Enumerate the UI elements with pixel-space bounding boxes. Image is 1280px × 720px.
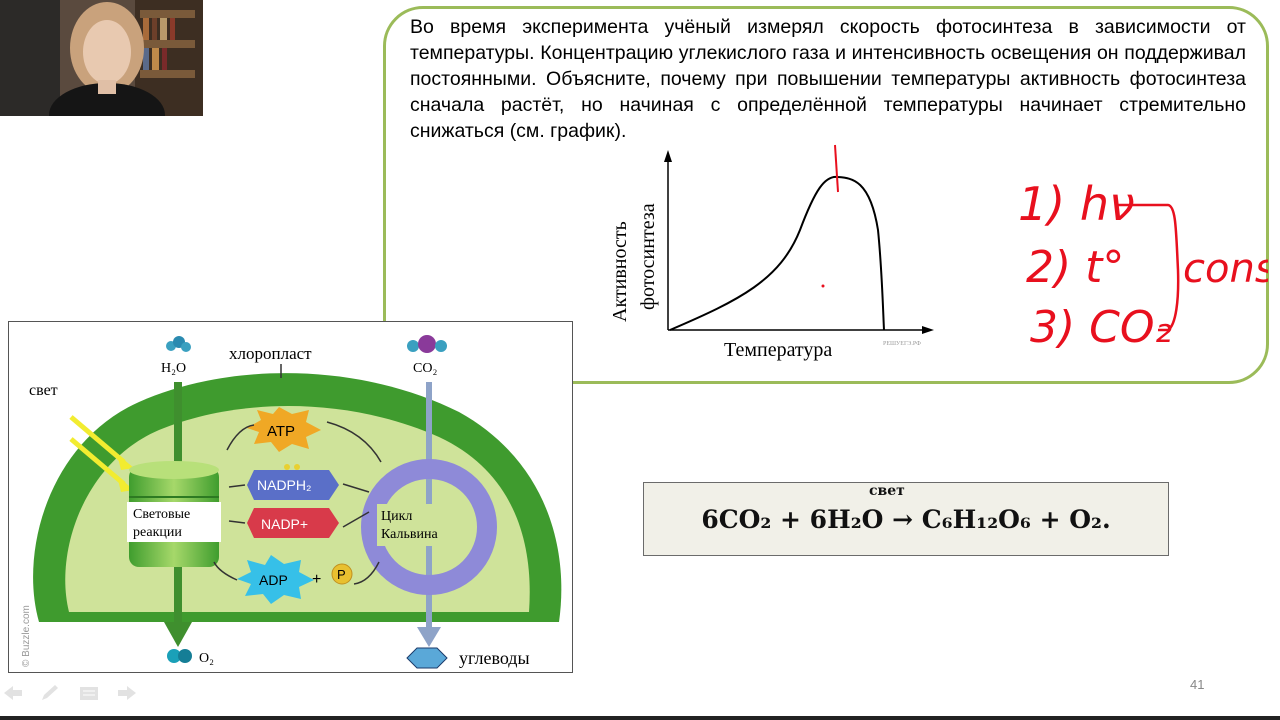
webcam-video [0, 0, 203, 116]
note-item-1: 1) hν [1018, 177, 1135, 231]
chloroplast-label: хлоропласт [229, 344, 312, 363]
oxygen-arrowhead [164, 622, 192, 647]
question-text: Во время эксперимента учёный измерял ско… [410, 16, 1246, 142]
nadp-label: NADP+ [261, 516, 308, 532]
ink-peak-mark [834, 144, 839, 193]
graph-x-arrow [922, 326, 934, 334]
oxygen-label: O₂ [199, 651, 214, 666]
note-item-2: 2) t° [1026, 242, 1124, 293]
light-label: свет [29, 382, 58, 399]
forward-icon[interactable] [116, 684, 138, 702]
graph-ylabel-2: фотосинтеза [637, 203, 659, 310]
formula-text: 6CO₂ + 6H₂O → C₆H₁₂O₆ + O₂. [701, 504, 1111, 534]
graph-xlabel: Температура [724, 339, 832, 361]
carbs-arrowhead [417, 627, 441, 647]
handwritten-notes: 1) hν 2) t° 3) CO₂ const [1018, 170, 1280, 360]
photosynthesis-formula: 6CO₂ + 6H₂O → C₆H₁₂O₆ + O₂. [643, 482, 1169, 556]
note-brace [1118, 203, 1180, 332]
chloroplast-figure: Световые реакции ATP NADPH₂ NADP+ ADP + … [21, 335, 562, 669]
diagram-credit: © Buzzle.com [21, 605, 32, 667]
nadp-shape [247, 508, 339, 538]
calvin-label-1: Цикл [381, 509, 412, 524]
calvin-cycle-ring [361, 459, 497, 595]
adp-plus: + [312, 571, 321, 588]
bottom-border [0, 716, 1280, 720]
graph-ylabel-1: Активность [609, 221, 631, 322]
note-item-3: 3) CO₂ [1030, 302, 1172, 353]
co2-label: CO₂ [413, 361, 437, 376]
adp-label: ADP [259, 572, 288, 588]
atp-star [247, 407, 321, 452]
atp-label: ATP [267, 423, 295, 440]
light-ray-2 [69, 437, 126, 486]
webcam-presenter-image [0, 0, 203, 116]
light-ray-1 [69, 415, 126, 464]
light-reactions-label-1: Световые [133, 507, 190, 522]
back-icon[interactable] [2, 684, 24, 702]
carbs-label: углеводы [459, 648, 530, 668]
formula-arrow-label: свет [869, 483, 905, 499]
graph-watermark: РЕШУЕГЭ.РФ [883, 341, 921, 347]
chloroplast-diagram: Световые реакции ATP NADPH₂ NADP+ ADP + … [8, 321, 573, 673]
photosynthesis-graph: Активность фотосинтеза Температура РЕШУЕ… [609, 144, 934, 361]
carbs-hexagon [406, 647, 448, 669]
light-reactions-label-bg [127, 502, 221, 542]
nadph-label: NADPH₂ [257, 477, 311, 493]
adp-star [237, 555, 314, 604]
phosphate-label: P [337, 567, 346, 582]
graph-curve [669, 175, 885, 331]
question-box [383, 6, 1269, 384]
phosphate-circle [331, 563, 353, 585]
slide-page-number: 41 [1190, 677, 1205, 692]
nadph-shape [247, 470, 339, 500]
light-reactions-label-2: реакции [133, 525, 182, 540]
ink-dot [821, 284, 825, 288]
calvin-label-2: Кальвина [381, 527, 438, 542]
menu-icon[interactable] [78, 684, 100, 702]
h2o-label: H₂O [161, 361, 186, 376]
note-const: const [1183, 246, 1268, 292]
pen-icon[interactable] [38, 684, 60, 702]
graph-y-arrow [664, 150, 672, 162]
